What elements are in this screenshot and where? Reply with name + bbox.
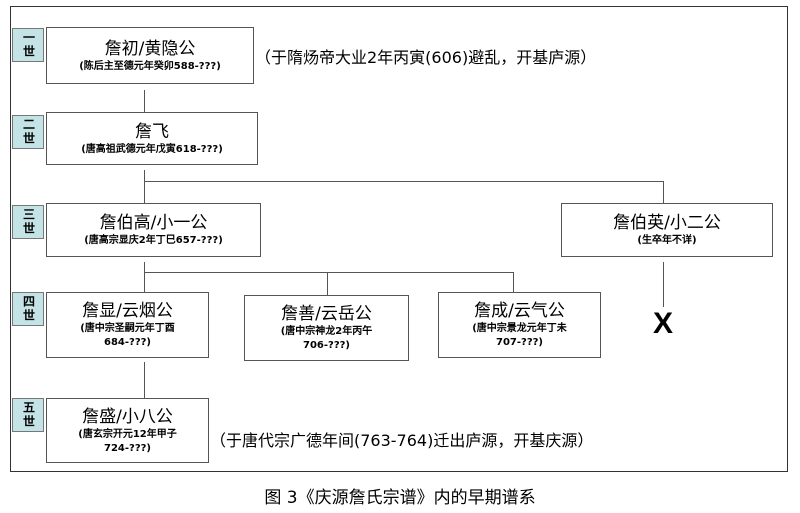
- diagram-frame: [10, 6, 788, 472]
- person-box: 詹飞 (唐高祖武德元年戊寅618-???): [46, 112, 258, 165]
- connector: [144, 170, 145, 203]
- connector: [663, 181, 664, 203]
- person-date: 724-???): [104, 442, 151, 454]
- person-box: 詹初/黄隐公 (陈后主至德元年癸卯588-???): [46, 27, 254, 84]
- person-name: 詹盛/小八公: [82, 406, 173, 427]
- no-descendant-mark: X: [653, 307, 674, 340]
- generation-label: 五世: [12, 398, 44, 432]
- annotation: （于唐代宗广德年间(763-764)迁出庐源，开基庆源）: [210, 431, 594, 450]
- person-date: (陈后主至德元年癸卯588-???): [79, 60, 221, 72]
- person-box: 詹伯英/小二公 (生卒年不详): [561, 203, 773, 257]
- figure-caption: 图 3《庆源詹氏宗谱》内的早期谱系: [264, 488, 536, 508]
- connector: [144, 362, 145, 398]
- person-name: 詹成/云气公: [474, 301, 565, 321]
- generation-label: 四世: [12, 292, 44, 326]
- connector: [327, 272, 328, 295]
- person-date: 707-???): [496, 337, 543, 348]
- connector: [144, 90, 145, 113]
- person-date: (生卒年不详): [637, 235, 697, 246]
- generation-label: 一世: [12, 28, 44, 62]
- person-date: (唐玄宗开元12年甲子: [78, 428, 177, 440]
- person-name: 詹伯高/小一公: [99, 213, 208, 233]
- person-name: 詹善/云岳公: [281, 304, 372, 324]
- person-box: 詹善/云岳公 (唐中宗神龙2年丙午 706-???): [244, 295, 409, 361]
- person-name: 詹飞: [135, 121, 169, 142]
- person-date: (唐中宗圣嗣元年丁酉: [80, 323, 175, 334]
- connector: [144, 272, 514, 273]
- person-date: (唐中宗神龙2年丙午: [280, 326, 373, 337]
- connector: [663, 262, 664, 307]
- person-date: 706-???): [303, 340, 350, 351]
- generation-label: 二世: [12, 115, 44, 149]
- person-box: 詹成/云气公 (唐中宗景龙元年丁未 707-???): [438, 292, 601, 358]
- connector: [144, 262, 145, 292]
- person-date: 684-???): [104, 337, 151, 348]
- person-date: (唐高宗显庆2年丁巳657-???): [84, 235, 223, 246]
- annotation: （于隋炀帝大业2年丙寅(606)避乱，开基庐源）: [255, 48, 597, 67]
- person-box: 詹伯高/小一公 (唐高宗显庆2年丁巳657-???): [46, 203, 261, 257]
- connector: [513, 272, 514, 292]
- person-date: (唐高祖武德元年戊寅618-???): [81, 143, 223, 155]
- connector: [144, 181, 664, 182]
- person-box: 詹盛/小八公 (唐玄宗开元12年甲子 724-???): [46, 398, 209, 463]
- person-name: 詹显/云烟公: [82, 301, 173, 321]
- person-date: (唐中宗景龙元年丁未: [472, 323, 567, 334]
- person-box: 詹显/云烟公 (唐中宗圣嗣元年丁酉 684-???): [46, 292, 209, 358]
- person-name: 詹伯英/小二公: [613, 213, 721, 233]
- generation-label: 三世: [12, 205, 44, 239]
- person-name: 詹初/黄隐公: [104, 38, 196, 59]
